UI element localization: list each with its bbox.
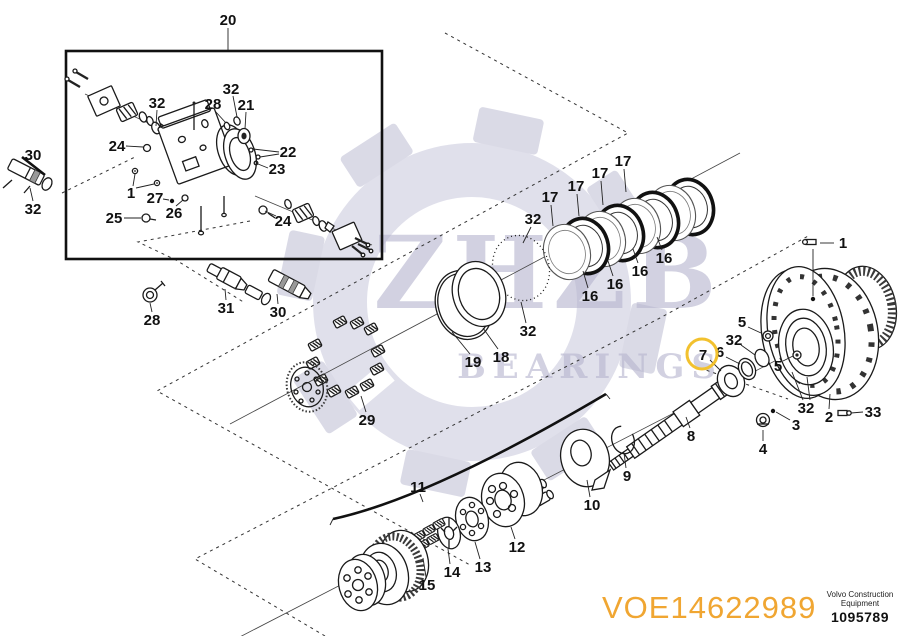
part-label-32: 32 — [798, 400, 815, 417]
part-label-32: 32 — [25, 201, 42, 218]
highlight-circle-7 — [685, 337, 719, 371]
part-label-32: 32 — [149, 95, 166, 112]
valve-block — [157, 99, 235, 185]
part-label-2: 2 — [825, 409, 833, 426]
part-label-17: 17 — [542, 189, 559, 206]
carrier-flange — [337, 553, 387, 612]
part-label-19: 19 — [465, 354, 482, 371]
part-label-17: 17 — [615, 153, 632, 170]
part-label-15: 15 — [419, 577, 436, 594]
part-label-4: 4 — [759, 441, 768, 458]
bolt-1 — [801, 238, 817, 246]
org-line1: Volvo Construction — [826, 590, 894, 599]
oring-32-large — [491, 234, 551, 302]
part-label-32: 32 — [520, 323, 537, 340]
part-label-28: 28 — [144, 312, 161, 329]
part-label-27: 27 — [147, 190, 164, 207]
part-label-33: 33 — [865, 404, 882, 421]
part-label-16: 16 — [607, 276, 624, 293]
part-label-29: 29 — [359, 412, 376, 429]
detail-box — [64, 49, 384, 261]
org-line2: Equipment — [840, 599, 880, 608]
cartridge-31 — [206, 263, 272, 306]
part-label-31: 31 — [218, 300, 235, 317]
part-label-16: 16 — [656, 250, 673, 267]
part-label-1: 1 — [127, 185, 135, 202]
plug-5-inner — [792, 350, 802, 360]
part-label-20: 20 — [220, 12, 237, 29]
part-label-30: 30 — [25, 147, 42, 164]
part-label-32: 32 — [525, 211, 542, 228]
part-label-30: 30 — [270, 304, 287, 321]
plug-28 — [142, 280, 166, 303]
part-label-10: 10 — [584, 497, 601, 514]
part-label-22: 22 — [280, 144, 297, 161]
part-label-12: 12 — [509, 539, 526, 556]
part-label-7: 7 — [699, 347, 707, 364]
part-label-3: 3 — [792, 417, 800, 434]
part-label-32: 32 — [223, 81, 240, 98]
part-label-23: 23 — [269, 161, 286, 178]
part-label-21: 21 — [238, 97, 255, 114]
part-label-26: 26 — [166, 205, 183, 222]
part-label-17: 17 — [592, 165, 609, 182]
part-label-11: 11 — [410, 479, 426, 496]
spring-coil — [115, 101, 139, 123]
drive-shaft-8 — [607, 374, 737, 471]
publisher-block: Volvo Construction Equipment 1095789 — [808, 590, 900, 625]
doc-number: 1095789 — [830, 609, 889, 625]
cartridge-30 — [267, 269, 312, 300]
snap-ring-9 — [610, 425, 636, 455]
part-label-9: 9 — [623, 468, 631, 485]
part-label-8: 8 — [687, 428, 695, 445]
relief-valve-30-left — [2, 158, 53, 194]
part-code: VOE14622989 — [602, 590, 817, 625]
part-label-24: 24 — [109, 138, 126, 155]
watermark-brand-bottom: BEARINGS — [457, 347, 723, 387]
brake-piston-18 — [451, 260, 507, 328]
part-label-25: 25 — [106, 210, 123, 227]
seal-ring-32 — [754, 348, 770, 368]
part-label-6: 6 — [716, 344, 724, 361]
bolt-33 — [837, 409, 852, 417]
part-label-14: 14 — [444, 564, 461, 581]
guide-lines — [61, 32, 811, 636]
part-label-16: 16 — [582, 288, 599, 305]
spring-set-29 — [285, 315, 386, 413]
group-brackets — [21, 155, 611, 526]
part-label-18: 18 — [493, 349, 510, 366]
motor-housing-2 — [760, 265, 898, 401]
control-valve-assembly — [64, 68, 374, 258]
plug-5-outer — [762, 330, 774, 342]
washer-6 — [737, 357, 757, 381]
part-label-1: 1 — [839, 235, 847, 252]
part-label-13: 13 — [475, 559, 492, 576]
part-label-32: 32 — [726, 332, 743, 349]
part-label-28: 28 — [205, 96, 222, 113]
part-label-5: 5 — [738, 314, 746, 331]
part-label-17: 17 — [568, 178, 585, 195]
part-label-24: 24 — [275, 213, 292, 230]
part-label-16: 16 — [632, 263, 649, 280]
plug-4 — [755, 412, 771, 428]
swash-plate-10 — [559, 428, 612, 491]
friction-plates-17-16 — [542, 177, 716, 281]
valve-plate-13 — [454, 496, 490, 542]
part-label-5: 5 — [774, 358, 782, 375]
retainer-disc-29 — [285, 361, 329, 413]
watermark-gear-icon — [277, 107, 667, 497]
